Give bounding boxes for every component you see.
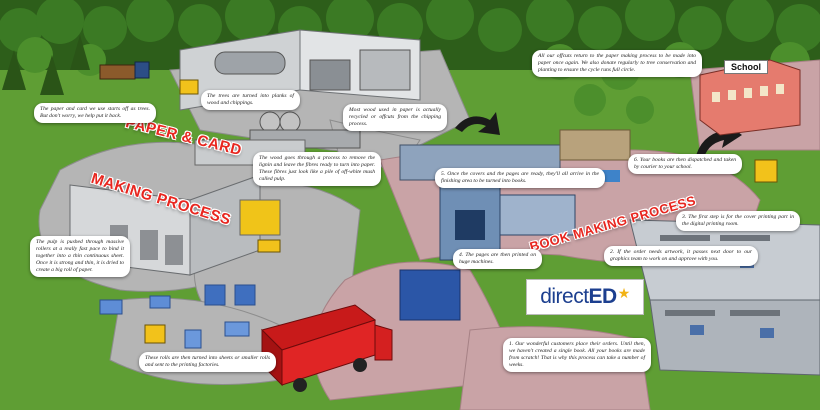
forklifts (144, 79, 778, 344)
note-order: 1. Our wonderful customers place their o… (503, 338, 651, 372)
note-cover: 3. The first step is for the cover print… (676, 211, 800, 231)
delivery-truck (261, 304, 393, 392)
note-recycled: Most wood used in paper is actually recy… (343, 104, 447, 131)
logo-direct: direct (540, 285, 589, 308)
note-finishing: 5. Once the covers and the pages are rea… (435, 168, 605, 188)
note-rollers: The pulp is pushed through massive rolle… (30, 236, 130, 277)
star-icon: ★ (617, 284, 631, 301)
note-offcuts: All our offcuts return to the paper maki… (532, 50, 702, 77)
paper-rolls (99, 284, 256, 349)
note-planks: The trees are turned into planks of wood… (201, 90, 300, 110)
logo-ed: ED (588, 285, 618, 308)
note-pulp: The wood goes through a process to remov… (253, 152, 381, 186)
school-building (699, 59, 801, 136)
log-truck (99, 61, 150, 80)
note-artwork: 2. If the order needs artwork, it passes… (604, 246, 758, 266)
note-printed: 4. The pages are then printed on huge ma… (453, 249, 542, 269)
offices (629, 219, 820, 376)
note-sheets: These rolls are then turned into sheets … (139, 352, 276, 372)
school-sign: School (724, 60, 768, 74)
note-trees: The paper and card we use starts off as … (34, 103, 156, 123)
note-dispatched: 6. Your books are then dispatched and ta… (628, 154, 742, 174)
printing-hall (399, 129, 631, 321)
